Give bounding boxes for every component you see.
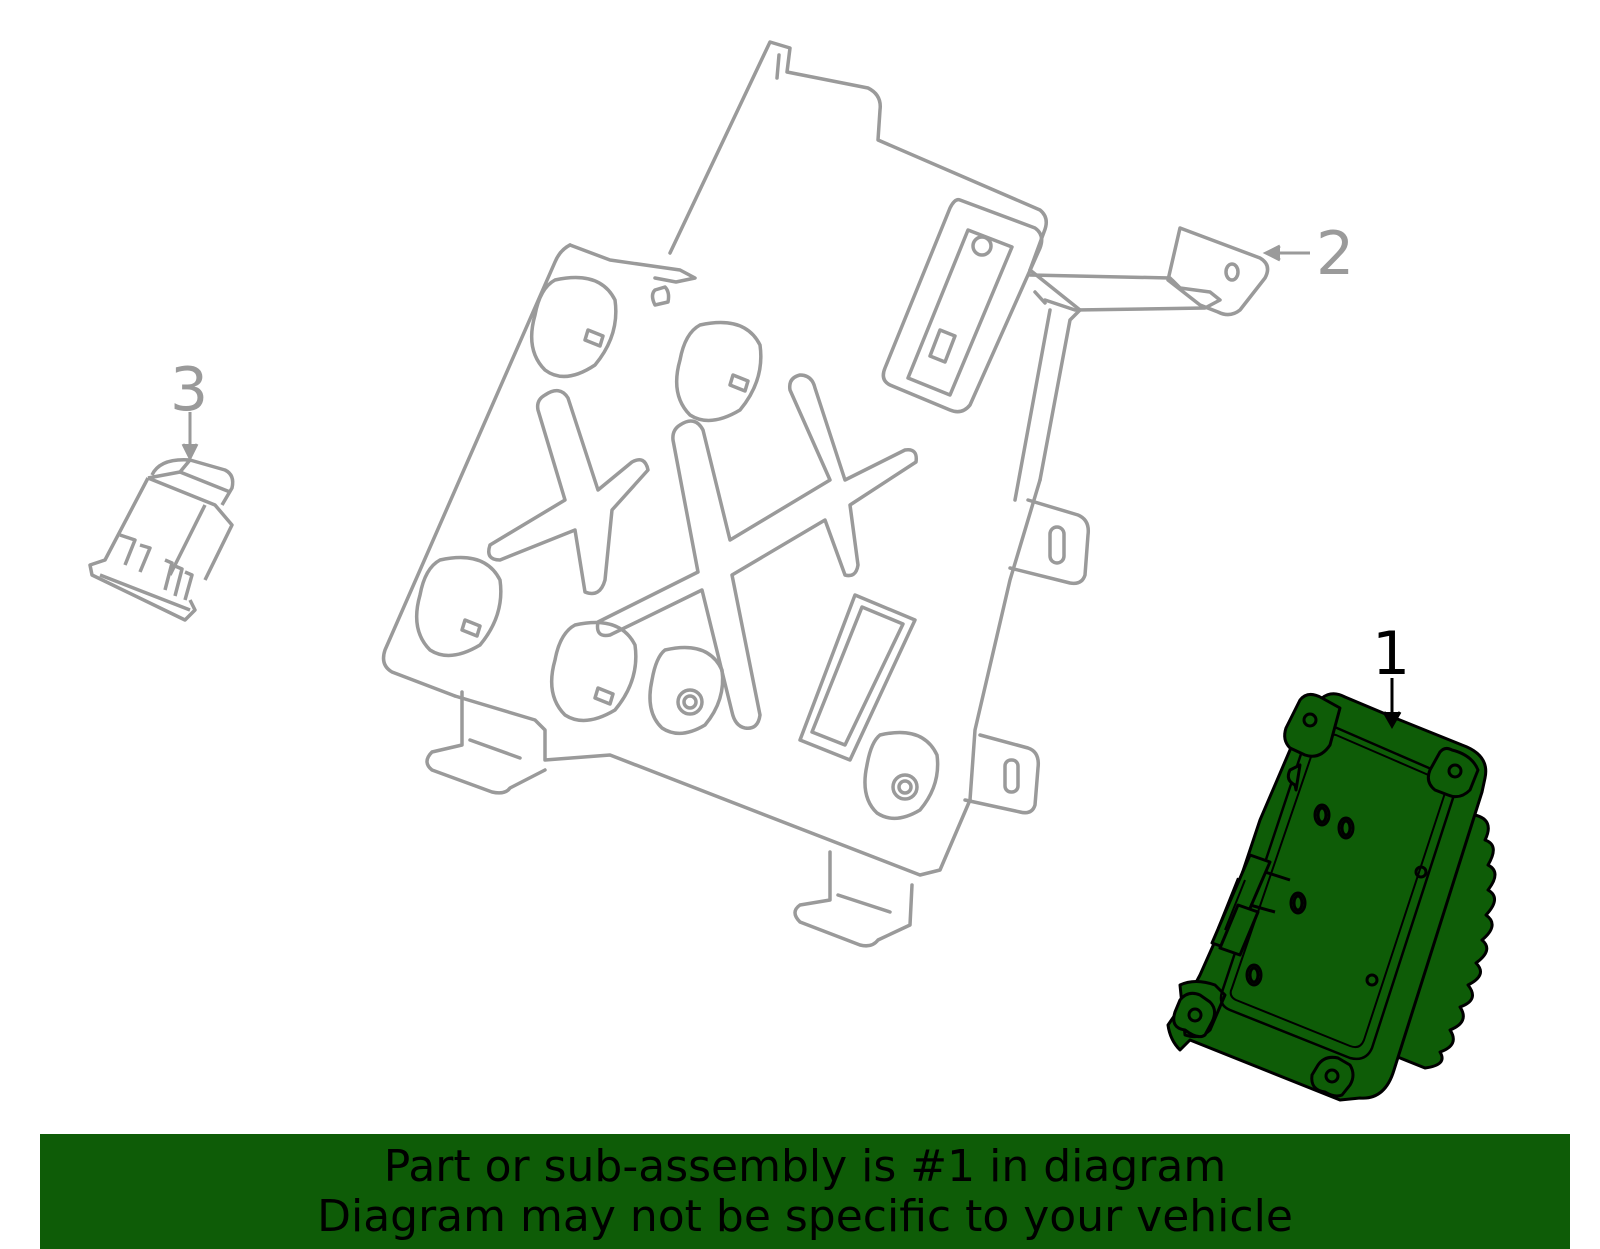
callout-1-label: 1 bbox=[1372, 619, 1410, 689]
mounting-bracket bbox=[381, 40, 1222, 948]
banner-line-2: Diagram may not be specific to your vehi… bbox=[317, 1190, 1293, 1242]
callout-3-label: 3 bbox=[170, 355, 208, 425]
callout-2-label: 2 bbox=[1316, 219, 1354, 289]
banner-line-1: Part or sub-assembly is #1 in diagram bbox=[383, 1140, 1227, 1192]
part-3-connector bbox=[88, 458, 235, 622]
callout-arrows bbox=[181, 244, 1402, 730]
part-1-module bbox=[1166, 692, 1497, 1102]
info-banner: Part or sub-assembly is #1 in diagram Di… bbox=[40, 1134, 1570, 1249]
part-2-bracket bbox=[1166, 226, 1270, 317]
